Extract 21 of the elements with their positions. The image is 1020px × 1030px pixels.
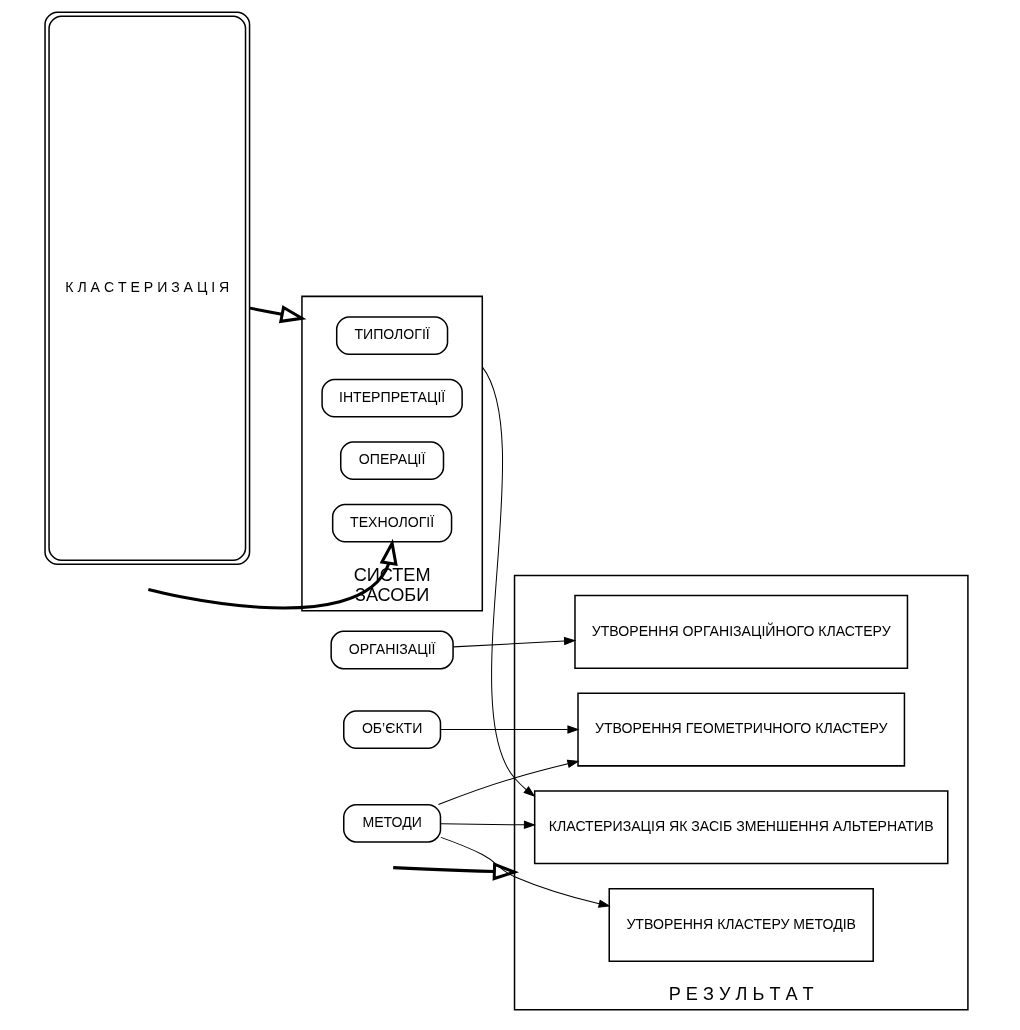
node-box: УТВОРЕННЯ КЛАСТЕРУ МЕТОДІВ bbox=[608, 888, 874, 963]
arrow bbox=[452, 636, 576, 648]
node-box: ОБ’ЄКТИ bbox=[342, 710, 441, 749]
arrow bbox=[439, 820, 536, 830]
node-box: МЕТОДИ bbox=[342, 803, 441, 843]
arrow bbox=[439, 836, 611, 908]
node-box: КЛАСТЕРИЗАЦІЯ ЯК ЗАСІБ ЗМЕНШЕННЯ АЛЬТЕРНАТИВ bbox=[533, 790, 948, 865]
arrow bbox=[437, 759, 579, 806]
arrow bbox=[392, 862, 519, 881]
arrow bbox=[481, 366, 535, 797]
node-box: ІНТЕРПРЕТАЦІЇ bbox=[320, 378, 463, 418]
node-box: УТВОРЕННЯ ОРГАНІЗАЦІЙНОГО КЛАСТЕРУ bbox=[573, 594, 908, 669]
node-box: УТВОРЕННЯ ГЕОМЕТРИЧНОГО КЛАСТЕРУ bbox=[576, 692, 905, 767]
arrow bbox=[439, 725, 579, 734]
arrow bbox=[249, 305, 306, 324]
node-box: ТЕХНОЛОГІЇ bbox=[331, 503, 452, 543]
node-box: ТИПОЛОГІЇ bbox=[335, 316, 448, 356]
node-box: ОРГАНІЗАЦІЇ bbox=[329, 630, 454, 670]
node-box: К Л А С Т Е Р И З А Ц І Я bbox=[43, 11, 250, 566]
arrow bbox=[147, 538, 398, 610]
node-box: ОПЕРАЦІЇ bbox=[339, 441, 444, 480]
